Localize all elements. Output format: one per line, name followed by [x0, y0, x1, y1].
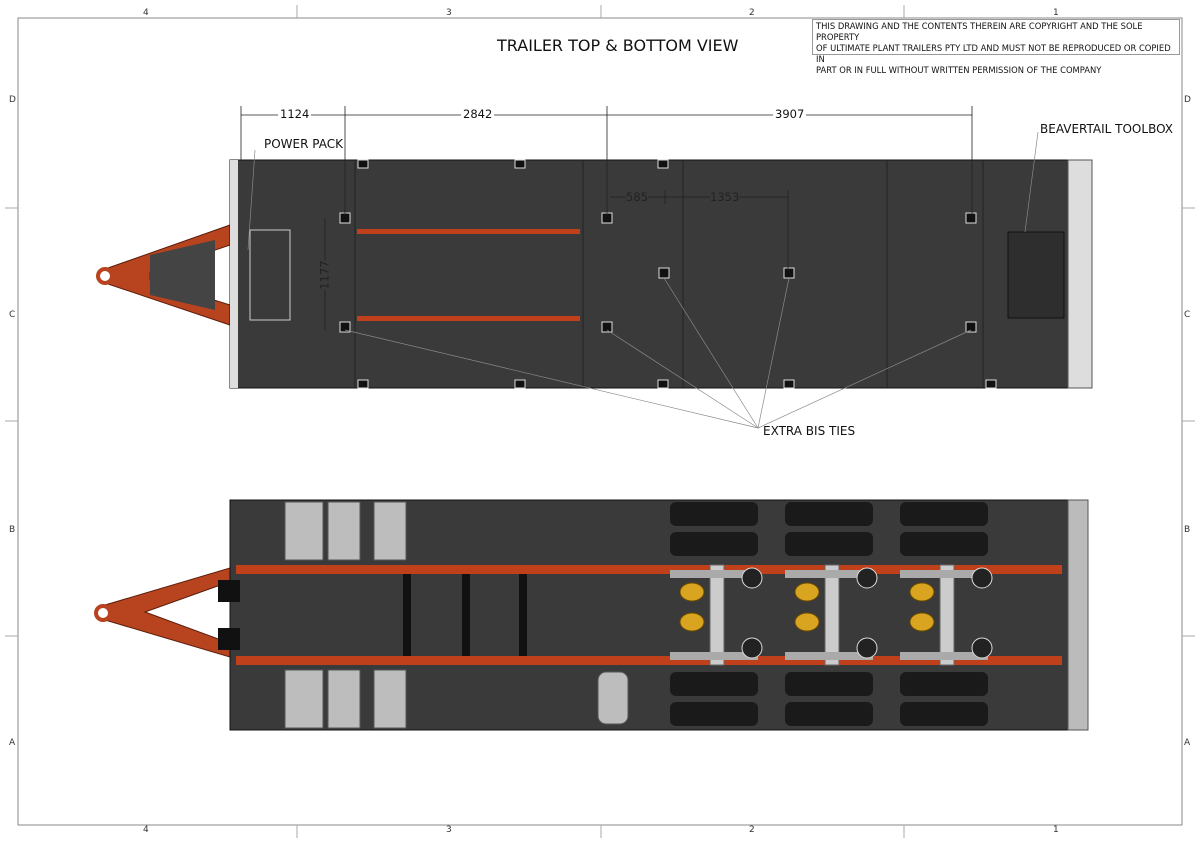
zone-col: 3 [446, 8, 452, 18]
main-beam [236, 656, 1062, 665]
air-bag [794, 582, 820, 602]
zone-col: 2 [749, 825, 755, 835]
ramp-rail [357, 316, 580, 321]
headboard [230, 160, 238, 388]
tyre [785, 532, 873, 556]
ramp-rail [357, 229, 580, 234]
tyre [900, 702, 988, 726]
zone-row: C [1184, 310, 1191, 320]
tyre [670, 502, 758, 526]
toolbox-lid [1007, 231, 1065, 319]
tyre [900, 502, 988, 526]
dimension-label: 2842 [461, 107, 495, 121]
tyre [900, 672, 988, 696]
axle-beam [709, 564, 725, 666]
bottom-view [94, 499, 1089, 731]
zone-dividers [5, 5, 1195, 838]
toolbox-leader [1024, 131, 1039, 233]
dimension-label: 1124 [278, 107, 312, 121]
axle-arm [670, 570, 758, 578]
tyre [670, 532, 758, 556]
copyright-line: THIS DRAWING AND THE CONTENTS THEREIN AR… [816, 21, 1143, 42]
air-bag [909, 582, 935, 602]
dimension-label: 1353 [710, 190, 740, 204]
brake-drum [741, 567, 763, 589]
callout-beavertail-toolbox: BEAVERTAIL TOOLBOX [1040, 122, 1173, 136]
zone-row: A [9, 738, 16, 748]
dimension-label: 3907 [773, 107, 807, 121]
axle-groups [670, 502, 993, 726]
axle-arm [670, 652, 758, 660]
tow-eye-bottom [94, 604, 112, 622]
axle-arm [785, 652, 873, 660]
bis-tie-points [339, 159, 997, 389]
tyre [785, 502, 873, 526]
top-view [96, 106, 1093, 429]
tyre [900, 532, 988, 556]
air-bag [679, 612, 705, 632]
tyre [785, 702, 873, 726]
tyre [785, 672, 873, 696]
zone-row: B [1184, 525, 1191, 535]
dimension-label: 1177 [317, 260, 332, 290]
brake-drum [741, 637, 763, 659]
main-beam [236, 565, 1062, 574]
zone-row: D [1184, 95, 1191, 105]
axle-arm [900, 570, 988, 578]
zone-col: 3 [446, 825, 452, 835]
copyright-notice: THIS DRAWING AND THE CONTENTS THEREIN AR… [812, 19, 1180, 75]
air-bag [909, 612, 935, 632]
air-bag [794, 612, 820, 632]
zone-row: D [9, 95, 16, 105]
beavertail-end [1067, 159, 1093, 389]
beavertail-end [1067, 499, 1089, 731]
axle-beam [939, 564, 955, 666]
drawbar-plate [150, 240, 215, 310]
brake-drum [856, 567, 878, 589]
zone-col: 4 [143, 825, 149, 835]
tyre [670, 702, 758, 726]
dimension-label: 585 [626, 190, 648, 204]
zone-row: A [1184, 738, 1191, 748]
zone-col: 1 [1053, 8, 1059, 18]
axle-arm [785, 570, 873, 578]
air-bag [679, 582, 705, 602]
tow-eye-top [96, 267, 114, 285]
zone-col: 4 [143, 8, 149, 18]
tyre [670, 672, 758, 696]
brake-drum [971, 567, 993, 589]
drawing-title: TRAILER TOP & BOTTOM VIEW [497, 36, 739, 55]
zone-row: C [9, 310, 16, 320]
callout-power-pack: POWER PACK [264, 137, 343, 151]
power-pack-lid [249, 229, 291, 321]
axle-arm [900, 652, 988, 660]
copyright-line: OF ULTIMATE PLANT TRAILERS PTY LTD AND M… [816, 43, 1171, 64]
zone-row: B [9, 525, 16, 535]
crossmembers [218, 574, 527, 656]
storage-boxes [284, 501, 629, 729]
brake-drum [971, 637, 993, 659]
zone-col: 1 [1053, 825, 1059, 835]
brake-drum [856, 637, 878, 659]
bis-ties-leaders [344, 277, 972, 429]
copyright-line: PART OR IN FULL WITHOUT WRITTEN PERMISSI… [816, 65, 1102, 75]
callout-extra-bis-ties: EXTRA BIS TIES [763, 424, 856, 438]
deck-top [229, 159, 1076, 389]
deck-panels [354, 160, 984, 388]
axle-beam [824, 564, 840, 666]
zone-col: 2 [749, 8, 755, 18]
power-pack-leader [247, 149, 256, 251]
